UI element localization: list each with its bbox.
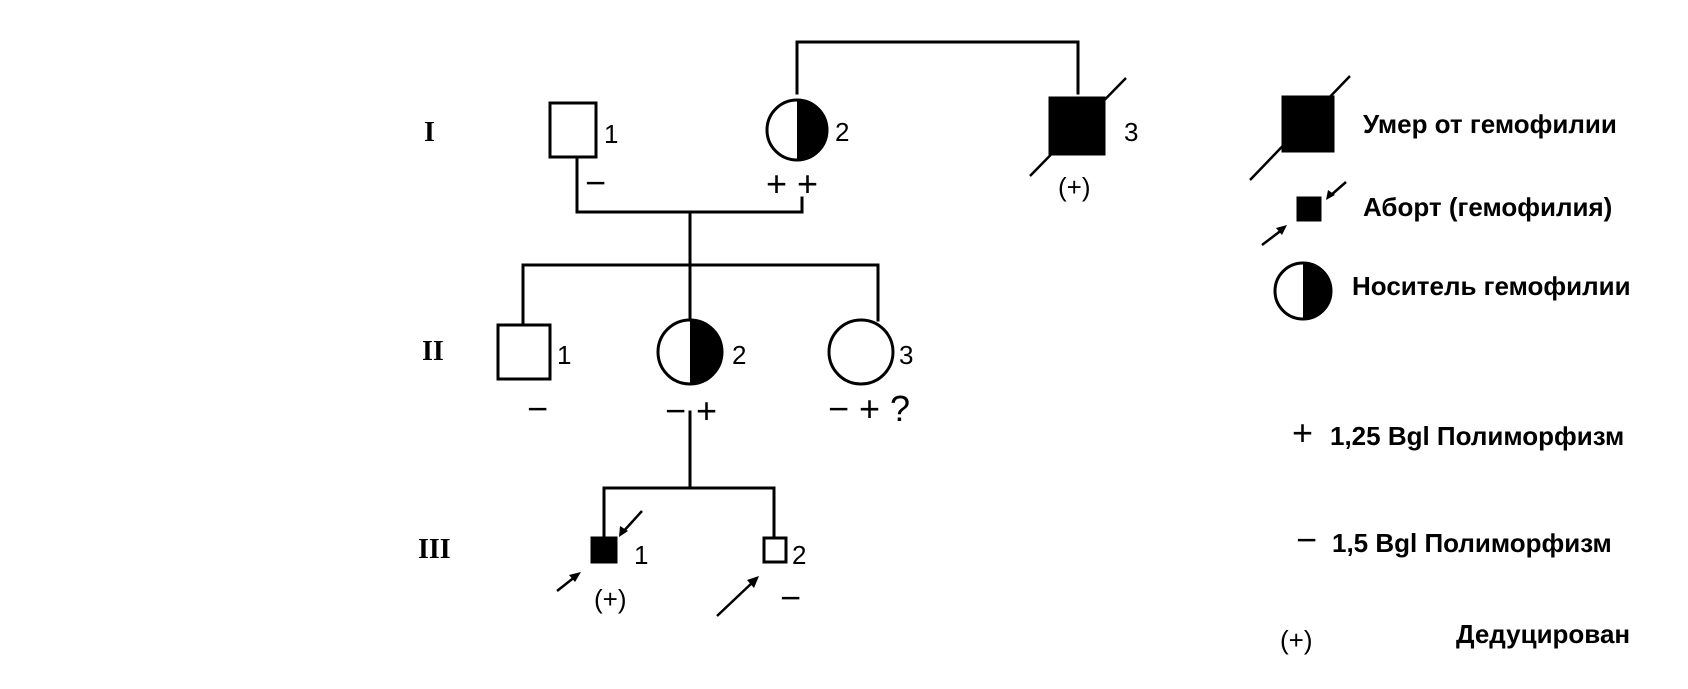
individual-number: 3 — [1124, 117, 1138, 147]
legend-plus-symbol: + — [1292, 412, 1313, 453]
legend-plus: + 1,25 Bgl Полиморфизм — [1292, 412, 1624, 453]
legend-deduced: (+) Дедуцирован — [1280, 619, 1630, 655]
individual-number: 3 — [899, 340, 913, 370]
sibling-line-i2-i3 — [795, 40, 1080, 95]
female-symbol — [827, 318, 895, 386]
legend-minus-label: 1,5 Bgl Полиморфизм — [1332, 528, 1612, 558]
polymorphism-marker: (+) — [594, 584, 627, 614]
legend-arrow-head — [1326, 190, 1335, 200]
individual-number: 2 — [792, 540, 806, 570]
individual-i2: 2 + + — [765, 98, 849, 204]
individual-number: 2 — [835, 117, 849, 147]
polymorphism-marker: − + ? — [828, 388, 910, 429]
proband-arrow-head — [569, 572, 581, 582]
individual-number: 1 — [634, 540, 648, 570]
legend-abortion: Аборт (гемофилия) — [1261, 181, 1612, 246]
aborted-affected-symbol — [590, 536, 618, 564]
individual-number: 1 — [604, 119, 618, 149]
generation-label-ii: II — [422, 336, 444, 367]
carrier-half-fill — [797, 100, 827, 160]
male-symbol — [762, 536, 788, 564]
legend: Умер от гемофилии Аборт (гемофилия) Носи… — [1249, 75, 1631, 655]
legend-deceased-slash — [1249, 75, 1351, 181]
deceased-slash — [1029, 77, 1127, 177]
individual-number: 2 — [732, 340, 746, 370]
individual-i3: 3 (+) — [1029, 77, 1138, 202]
legend-minus: − 1,5 Bgl Полиморфизм — [1296, 519, 1612, 560]
individual-i1: 1 − — [548, 101, 618, 203]
individual-number: 1 — [557, 340, 571, 370]
legend-plus-label: 1,25 Bgl Полиморфизм — [1330, 421, 1624, 451]
legend-carrier-label: Носитель гемофилии — [1352, 271, 1631, 301]
individual-ii3: 3 − + ? — [827, 318, 913, 429]
legend-affected-male-symbol — [1281, 95, 1335, 153]
affected-male-symbol — [1048, 96, 1106, 156]
arrow-shaft — [621, 510, 643, 534]
individual-ii2: 2 − + — [656, 318, 746, 431]
polymorphism-marker: + + — [766, 163, 818, 204]
sibship-line-gen-iii — [602, 486, 776, 540]
individual-ii1: 1 − — [496, 323, 571, 429]
legend-deduced-symbol: (+) — [1280, 625, 1313, 655]
polymorphism-marker: − — [780, 577, 801, 618]
sibship-line-gen-ii — [521, 263, 880, 327]
polymorphism-marker: − + — [665, 390, 717, 431]
legend-abortion-label: Аборт (гемофилия) — [1363, 192, 1612, 222]
carrier-half-fill — [690, 320, 722, 384]
proband-arrow-shaft — [716, 580, 755, 617]
generation-label-iii: III — [418, 534, 451, 565]
arrow-head — [619, 526, 628, 537]
proband-arrow-head — [747, 576, 759, 588]
legend-minus-symbol: − — [1296, 519, 1317, 560]
male-symbol — [496, 323, 552, 381]
legend-carrier: Носитель гемофилии — [1273, 261, 1631, 321]
male-symbol — [548, 101, 598, 159]
legend-died: Умер от гемофилии — [1249, 75, 1617, 181]
pedigree-lines — [521, 40, 1080, 540]
legend-died-label: Умер от гемофилии — [1363, 109, 1617, 139]
polymorphism-marker: − — [527, 388, 548, 429]
individual-iii2: 2 − — [716, 536, 806, 618]
legend-carrier-half-fill — [1303, 263, 1331, 319]
generation-label-i: I — [424, 117, 435, 148]
individual-iii1: 1 (+) — [556, 510, 648, 614]
legend-abortion-symbol — [1296, 196, 1322, 222]
polymorphism-marker: − — [585, 162, 606, 203]
legend-arrow2-head — [1276, 225, 1287, 235]
legend-deduced-label: Дедуцирован — [1456, 619, 1630, 649]
polymorphism-marker: (+) — [1058, 172, 1091, 202]
